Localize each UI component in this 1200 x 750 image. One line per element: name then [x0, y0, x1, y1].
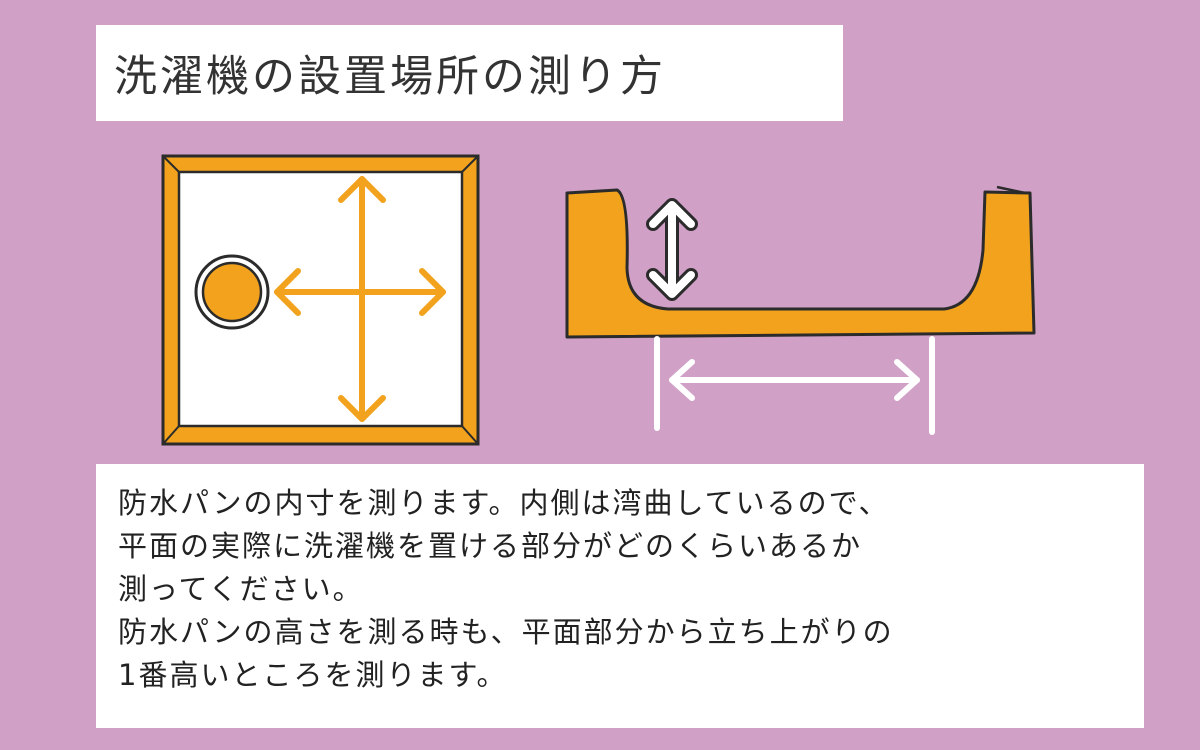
height-arrow-icon [646, 198, 698, 301]
description-line: 1番高いところを測ります。 [118, 658, 508, 692]
page-title: 洗濯機の設置場所の測り方 [114, 52, 666, 102]
description-line: 防水パンの高さを測る時も、平面部分から立ち上がりの [118, 615, 894, 649]
pan-side-view-icon [565, 185, 1036, 339]
illustration [161, 154, 1036, 446]
width-measure-icon [654, 336, 935, 435]
description-box: 防水パンの内寸を測ります。内側は湾曲しているので、 平面の実際に洗濯機を置ける部… [96, 464, 1144, 728]
description-line: 平面の実際に洗濯機を置ける部分がどのくらいあるか [118, 529, 863, 563]
drain-hole-icon [194, 254, 270, 330]
description-line: 防水パンの内寸を測ります。内側は湾曲しているので、 [118, 486, 890, 520]
description-line: 測ってください。 [118, 572, 364, 606]
title-box: 洗濯機の設置場所の測り方 [96, 25, 843, 121]
top-view-measure-arrows-icon [274, 176, 446, 422]
